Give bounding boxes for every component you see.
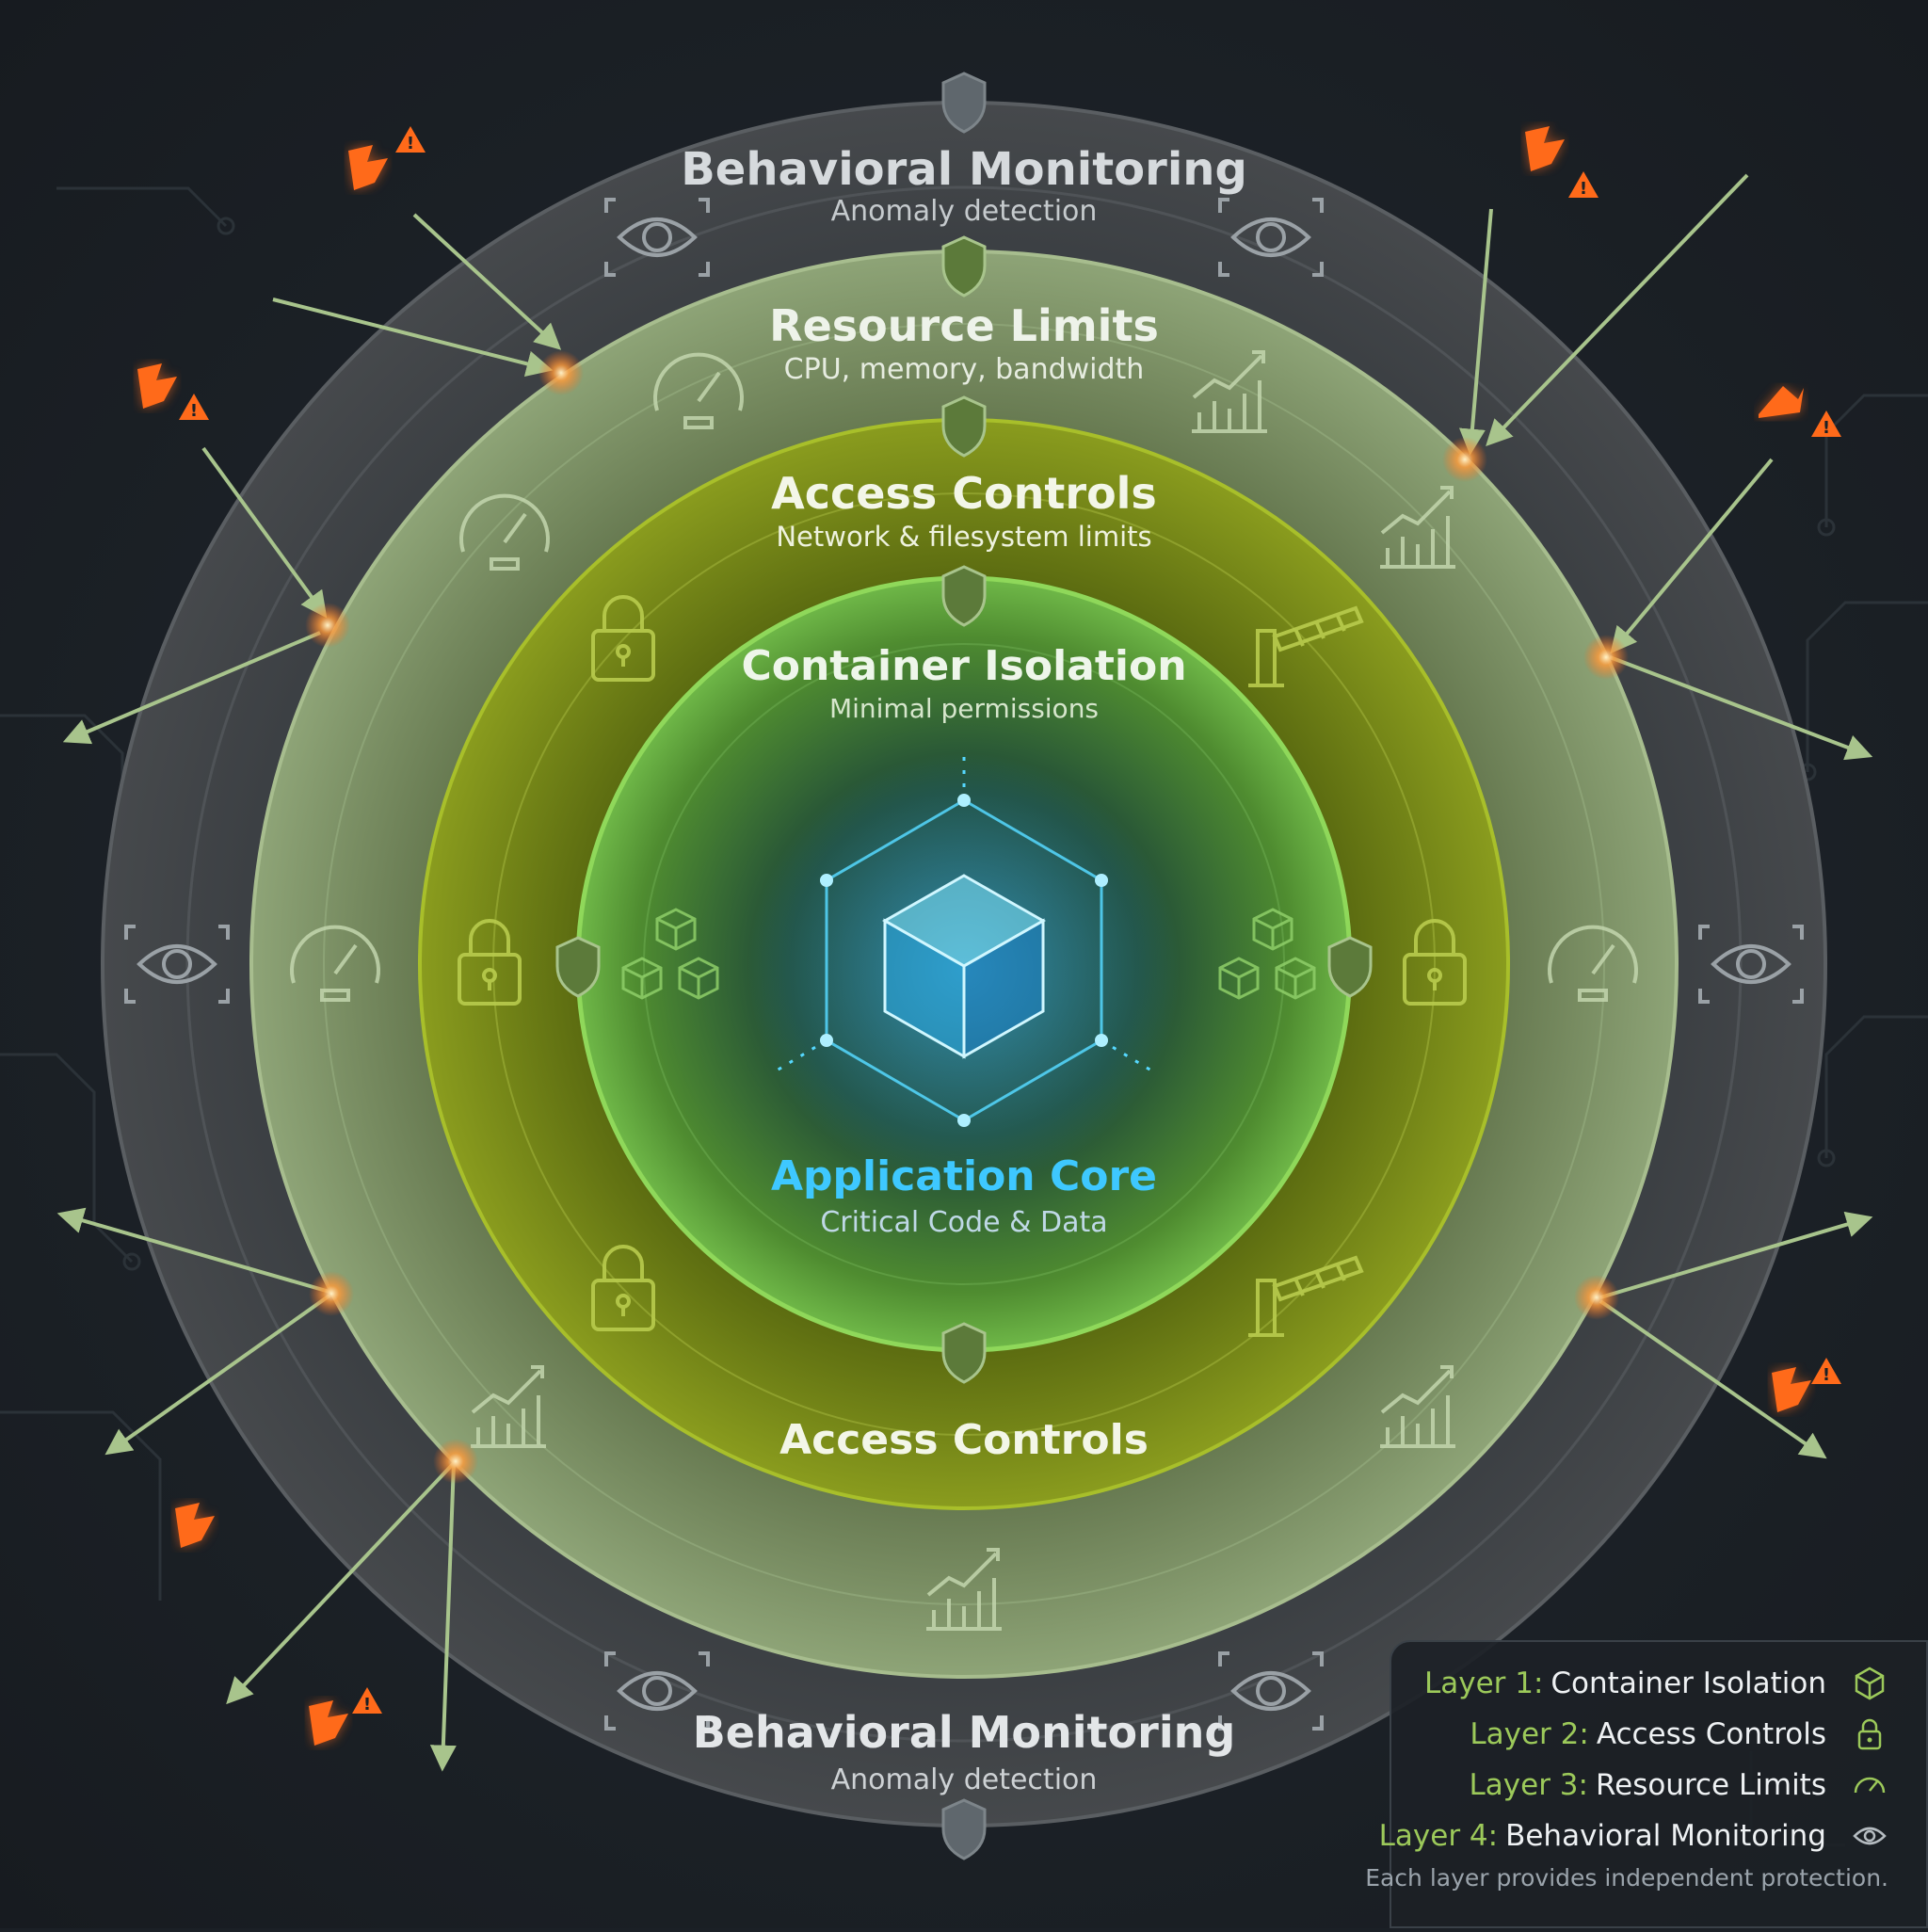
behavioral-monitoring-subtitle-bottom: Anomaly detection: [831, 1763, 1098, 1796]
growth-chart-icon: [1192, 350, 1267, 433]
access-controls-title-bottom: Access Controls: [779, 1416, 1149, 1464]
warning-triangle-icon: !: [309, 1687, 382, 1746]
warning-triangle-icon: !: [1772, 1358, 1841, 1412]
svg-text:!: !: [363, 1695, 371, 1715]
eye-icon: [1698, 925, 1804, 1004]
speedometer-icon: [290, 925, 380, 1002]
layer3-shields: [555, 235, 1373, 1384]
application-core-subtitle: Critical Code & Data: [820, 1206, 1107, 1239]
behavioral-monitoring-subtitle-top: Anomaly detection: [831, 195, 1098, 228]
speedometer-icon: [459, 493, 550, 571]
impact-sparks: [305, 350, 1629, 1484]
shield-icon: [941, 1322, 987, 1384]
svg-text:!: !: [1823, 418, 1830, 438]
growth-chart-icon: [471, 1365, 546, 1448]
lock-icon: [1403, 919, 1467, 1006]
behavioral-monitoring-title-top: Behavioral Monitoring: [681, 143, 1247, 196]
speedometer-icon: [1548, 925, 1638, 1002]
legend-layer1-name: Container Isolation: [1550, 1666, 1826, 1700]
behavioral-monitoring-title-bottom: Behavioral Monitoring: [693, 1707, 1236, 1758]
application-core-title: Application Core: [771, 1152, 1157, 1200]
eye-icon: [604, 198, 710, 277]
legend-layer2-number: Layer 2:: [1470, 1717, 1589, 1751]
cube-stack-icon: [1218, 908, 1316, 1000]
legend-item-layer3: Layer 3: Resource Limits: [1470, 1763, 1888, 1808]
eye-icon: [1218, 198, 1324, 277]
legend-item-layer2: Layer 2: Access Controls: [1470, 1712, 1888, 1757]
speedometer-icon: [653, 352, 744, 429]
eye-icon: [604, 1651, 710, 1731]
layer2-inner-guide: [492, 492, 1436, 1436]
shield-icon: [941, 565, 987, 627]
layer3-inner-guide: [323, 323, 1605, 1605]
resource-limits-title: Resource Limits: [769, 300, 1159, 351]
attack-arrows: [56, 173, 1873, 1772]
lock-icon: [591, 595, 655, 682]
warning-triangle-icon: !: [1759, 386, 1841, 438]
layer4-inner-guide: [185, 185, 1743, 1743]
cube-icon: [1855, 1666, 1885, 1700]
legend-layer3-number: Layer 3:: [1469, 1768, 1588, 1802]
shield-icon: [941, 235, 987, 298]
warning-triangle-icon: !: [1525, 126, 1599, 199]
lock-icon: [1857, 1718, 1882, 1750]
eye-icon: [1853, 1827, 1887, 1845]
svg-text:!: !: [1580, 179, 1587, 199]
layer4-eye-icons: [124, 198, 1804, 1731]
legend-layer3-name: Resource Limits: [1595, 1768, 1826, 1802]
container-isolation-title: Container Isolation: [741, 642, 1186, 690]
shield-icon: [941, 1798, 987, 1860]
shield-icon: [941, 72, 987, 134]
speedometer-icon: [1854, 1777, 1886, 1794]
warning-triangle-icon: !: [137, 363, 209, 421]
legend-layer4-number: Layer 4:: [1378, 1819, 1499, 1853]
shield-icon: [941, 395, 987, 458]
boundary-shields: [941, 72, 987, 1860]
shield-icon: [555, 936, 601, 998]
legend-note: Each layer provides independent protecti…: [1365, 1864, 1888, 1892]
layer3-speedometer-icons: [290, 352, 1638, 1002]
growth-chart-icon: [926, 1548, 1002, 1631]
legend-item-layer1: Layer 1: Container Isolation: [1424, 1661, 1888, 1706]
eye-icon: [124, 925, 230, 1004]
barrier-gate-icon: [1248, 605, 1364, 687]
legend-layer4-name: Behavioral Monitoring: [1505, 1819, 1826, 1853]
core-cube-icon: [771, 753, 1157, 1127]
layer1-cube-icons: [621, 908, 1316, 1000]
eye-icon: [1218, 1651, 1324, 1731]
legend-item-layer4: Layer 4: Behavioral Monitoring: [1379, 1813, 1888, 1859]
threat-icons: ! ! ! ! ! !: [137, 126, 1841, 1746]
layer3-chart-icons: [471, 350, 1455, 1631]
lock-icon: [591, 1245, 655, 1331]
svg-text:!: !: [190, 401, 198, 421]
growth-chart-icon: [1380, 486, 1455, 569]
warning-triangle-icon: [175, 1503, 215, 1548]
growth-chart-icon: [1380, 1365, 1455, 1448]
warning-triangle-icon: !: [348, 126, 426, 190]
svg-text:!: !: [407, 134, 414, 153]
layer2-lock-icons: [458, 595, 1467, 1331]
legend-panel: Layer 1: Container Isolation Layer 2: Ac…: [1365, 1640, 1928, 1928]
svg-text:!: !: [1823, 1365, 1830, 1385]
barrier-gate-icon: [1248, 1255, 1364, 1337]
lock-icon: [458, 919, 522, 1006]
access-controls-subtitle-top: Network & filesystem limits: [776, 521, 1151, 553]
legend-layer2-name: Access Controls: [1596, 1717, 1826, 1751]
legend-layer1-number: Layer 1:: [1423, 1666, 1544, 1700]
access-controls-title-top: Access Controls: [771, 468, 1157, 519]
container-isolation-subtitle: Minimal permissions: [829, 693, 1099, 724]
resource-limits-subtitle: CPU, memory, bandwidth: [784, 353, 1145, 386]
shield-icon: [1327, 936, 1373, 998]
layer2-barrier-icons: [1248, 605, 1364, 1337]
cube-stack-icon: [621, 908, 719, 1000]
